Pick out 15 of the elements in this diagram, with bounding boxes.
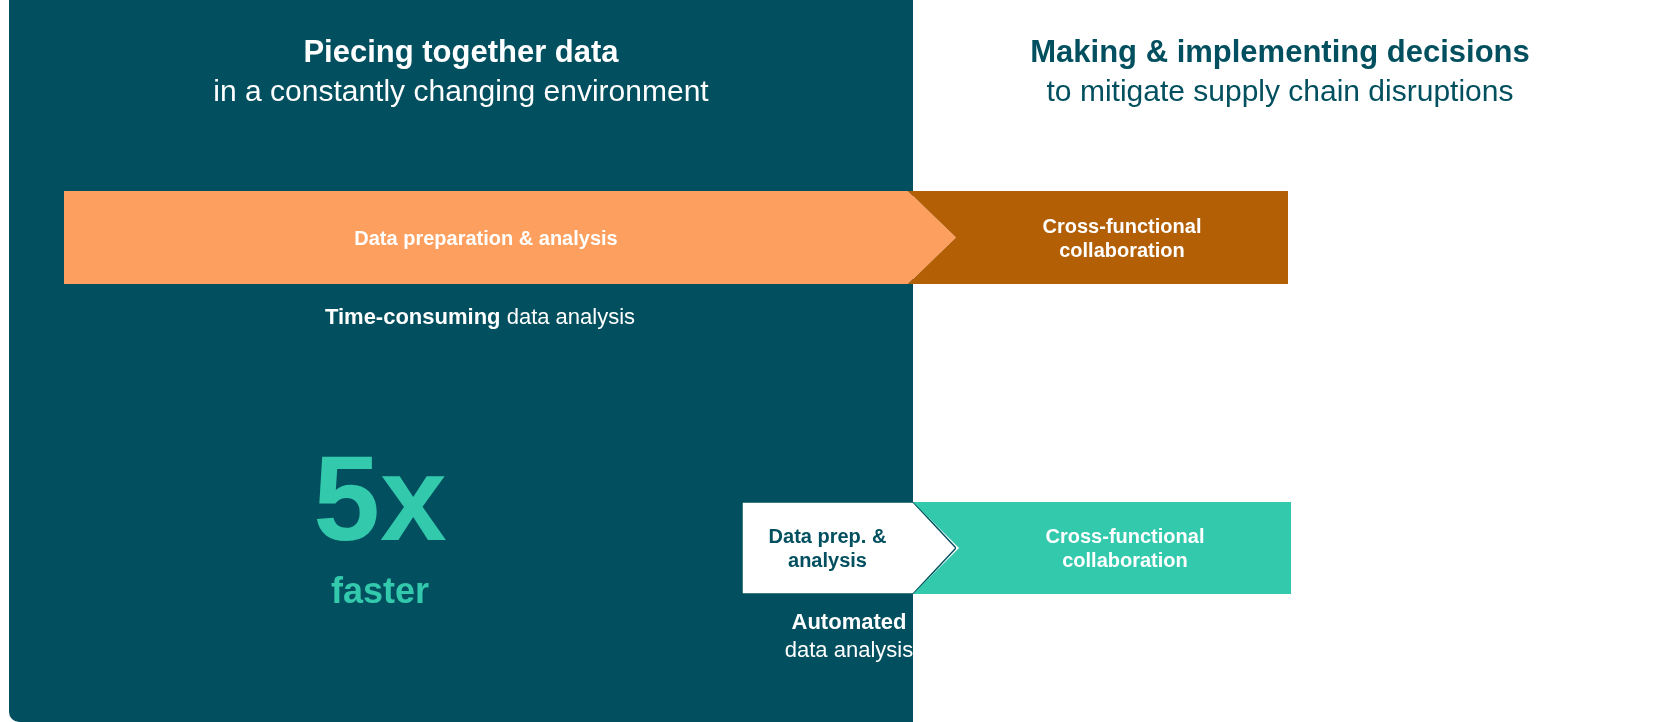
step-label: Cross-functional collaboration [1041, 213, 1203, 262]
step-label: Data preparation & analysis [354, 225, 618, 250]
bar-caption: Automated data analysis [783, 608, 915, 664]
number-caption: faster [329, 570, 431, 612]
chevron-step [742, 502, 956, 594]
bar-caption: Time-consuming data analysis [323, 303, 637, 331]
subheading: to mitigate supply chain disruptions [1045, 74, 1515, 108]
step-label: Cross-functional collaboration [1044, 524, 1206, 572]
big-number: 5x [312, 438, 448, 558]
panel-heading: Piecing together data [302, 34, 620, 70]
notched-step [913, 502, 1291, 594]
notched-step [908, 191, 1288, 284]
step-label: Data prep. & analysis [767, 524, 888, 572]
heading: Making & implementing decisions [1029, 34, 1531, 70]
panel-subheading: in a constantly changing environment [212, 74, 710, 108]
